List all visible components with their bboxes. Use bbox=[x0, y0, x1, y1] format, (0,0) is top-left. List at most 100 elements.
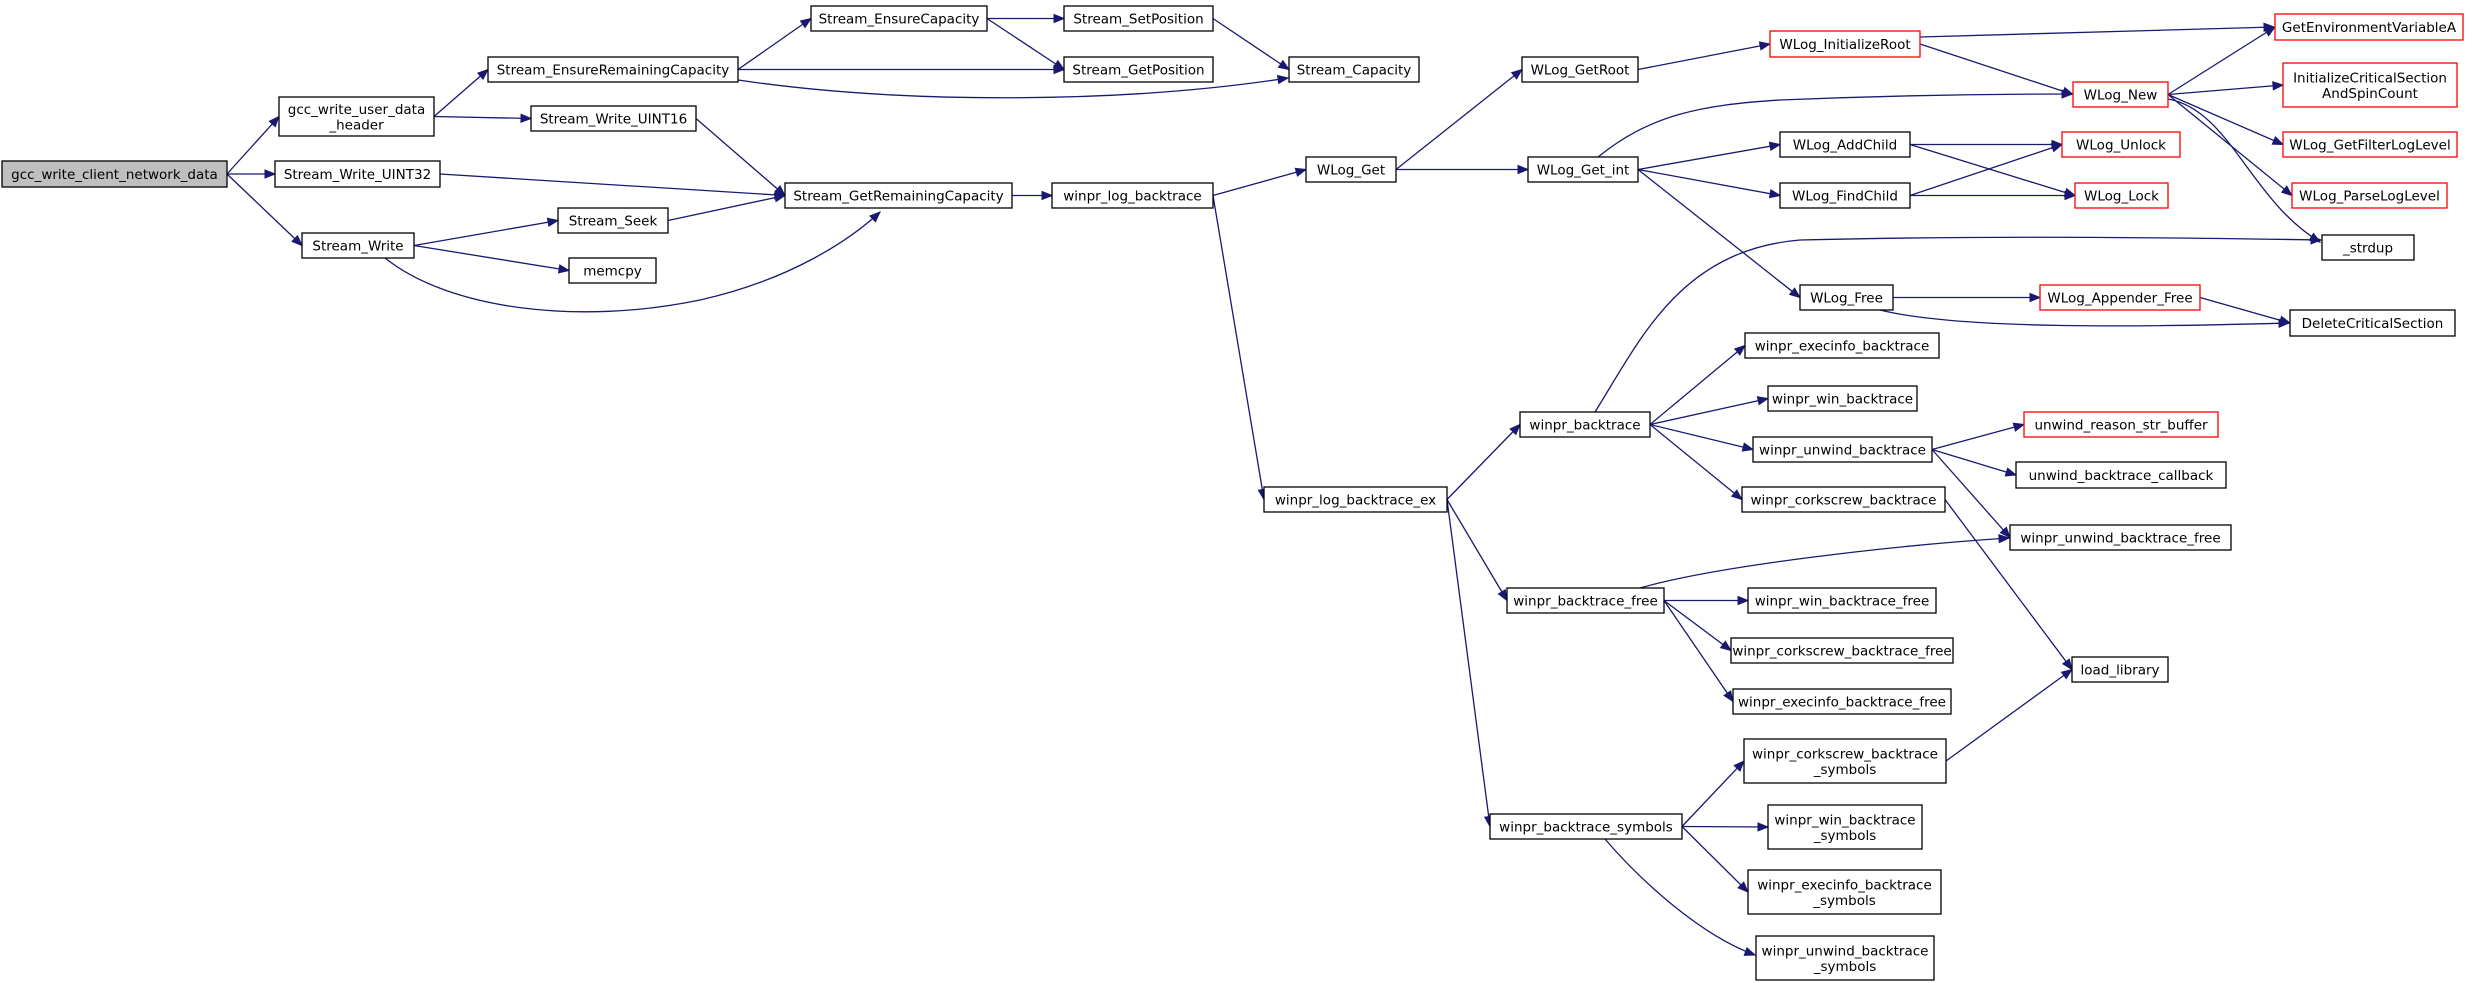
node-box[interactable] bbox=[1769, 30, 1921, 58]
node-memcpy[interactable]: memcpy bbox=[568, 257, 657, 284]
node-box[interactable] bbox=[1752, 436, 1933, 463]
node-box[interactable] bbox=[1779, 131, 1911, 158]
node-box[interactable] bbox=[1519, 411, 1651, 438]
node-load_library[interactable]: load_library bbox=[2071, 656, 2169, 683]
node-box[interactable] bbox=[2282, 62, 2458, 108]
node-box[interactable] bbox=[1799, 284, 1894, 311]
node-box[interactable] bbox=[2282, 131, 2458, 158]
node-box[interactable] bbox=[1506, 587, 1665, 614]
node-box[interactable] bbox=[2009, 524, 2232, 551]
node-WLog_GetRoot[interactable]: WLog_GetRoot bbox=[1521, 56, 1639, 83]
node-WLog_InitializeRoot[interactable]: WLog_InitializeRoot bbox=[1769, 30, 1921, 58]
node-box[interactable] bbox=[1263, 486, 1448, 513]
node-Stream_EnsureRemainingCapacity[interactable]: Stream_EnsureRemainingCapacity bbox=[487, 56, 739, 83]
node-box[interactable] bbox=[1747, 587, 1937, 614]
node-box[interactable] bbox=[274, 160, 441, 188]
node-box[interactable] bbox=[2291, 182, 2448, 209]
node-box[interactable] bbox=[1730, 637, 1954, 664]
node-Stream_Seek[interactable]: Stream_Seek bbox=[557, 207, 669, 234]
node-WLog_Appender_Free[interactable]: WLog_Appender_Free bbox=[2039, 284, 2201, 311]
node-box[interactable] bbox=[530, 105, 697, 132]
node-box[interactable] bbox=[1741, 486, 1946, 513]
node-winpr_backtrace_symbols[interactable]: winpr_backtrace_symbols bbox=[1489, 813, 1683, 840]
node-WLog_Lock[interactable]: WLog_Lock bbox=[2074, 182, 2169, 209]
node-WLog_Get[interactable]: WLog_Get bbox=[1305, 156, 1397, 183]
node-Stream_Capacity[interactable]: Stream_Capacity bbox=[1288, 56, 1420, 83]
node-box[interactable] bbox=[1063, 56, 1214, 83]
node-winpr_execinfo_backtrace[interactable]: winpr_execinfo_backtrace bbox=[1744, 332, 1940, 359]
node-box[interactable] bbox=[1063, 5, 1214, 32]
node-WLog_Free[interactable]: WLog_Free bbox=[1799, 284, 1894, 311]
node-box[interactable] bbox=[568, 257, 657, 284]
node-box[interactable] bbox=[2074, 182, 2169, 209]
node-WLog_ParseLogLevel[interactable]: WLog_ParseLogLevel bbox=[2291, 182, 2448, 209]
node-_strdup[interactable]: _strdup bbox=[2321, 234, 2415, 261]
node-winpr_corkscrew_backtrace_free[interactable]: winpr_corkscrew_backtrace_free bbox=[1730, 637, 1954, 664]
node-Stream_GetRemainingCapacity[interactable]: Stream_GetRemainingCapacity bbox=[784, 182, 1013, 209]
node-winpr_execinfo_backtrace_symbols[interactable]: winpr_execinfo_backtrace_symbols bbox=[1747, 869, 1942, 915]
node-DeleteCriticalSection[interactable]: DeleteCriticalSection bbox=[2289, 309, 2456, 337]
node-winpr_unwind_backtrace_symbols[interactable]: winpr_unwind_backtrace_symbols bbox=[1755, 935, 1935, 981]
node-winpr_unwind_backtrace_free[interactable]: winpr_unwind_backtrace_free bbox=[2009, 524, 2232, 551]
node-box[interactable] bbox=[1755, 935, 1935, 981]
node-winpr_backtrace[interactable]: winpr_backtrace bbox=[1519, 411, 1651, 438]
node-gcc_write_user_data_header[interactable]: gcc_write_user_data_header bbox=[278, 96, 435, 137]
node-WLog_GetFilterLogLevel[interactable]: WLog_GetFilterLogLevel bbox=[2282, 131, 2458, 158]
node-winpr_corkscrew_backtrace_symbols[interactable]: winpr_corkscrew_backtrace_symbols bbox=[1743, 738, 1947, 784]
node-box[interactable] bbox=[1305, 156, 1397, 183]
node-winpr_log_backtrace_ex[interactable]: winpr_log_backtrace_ex bbox=[1263, 486, 1448, 513]
node-winpr_win_backtrace_free[interactable]: winpr_win_backtrace_free bbox=[1747, 587, 1937, 614]
node-box[interactable] bbox=[2072, 81, 2169, 108]
node-box[interactable] bbox=[1489, 813, 1683, 840]
node-winpr_unwind_backtrace[interactable]: winpr_unwind_backtrace bbox=[1752, 436, 1933, 463]
node-WLog_FindChild[interactable]: WLog_FindChild bbox=[1779, 182, 1911, 209]
node-box[interactable] bbox=[2061, 131, 2181, 158]
node-box[interactable] bbox=[301, 232, 415, 259]
node-box[interactable] bbox=[1527, 156, 1639, 183]
node-box[interactable] bbox=[2039, 284, 2201, 311]
node-Stream_SetPosition[interactable]: Stream_SetPosition bbox=[1063, 5, 1214, 32]
node-box[interactable] bbox=[1767, 385, 1918, 412]
node-box[interactable] bbox=[557, 207, 669, 234]
node-winpr_corkscrew_backtrace[interactable]: winpr_corkscrew_backtrace bbox=[1741, 486, 1946, 513]
node-WLog_Get_int[interactable]: WLog_Get_int bbox=[1527, 156, 1639, 183]
node-box[interactable] bbox=[1521, 56, 1639, 83]
node-box[interactable] bbox=[1747, 869, 1942, 915]
node-winpr_win_backtrace_symbols[interactable]: winpr_win_backtrace_symbols bbox=[1767, 804, 1923, 850]
node-box[interactable] bbox=[1779, 182, 1911, 209]
node-box[interactable] bbox=[1743, 738, 1947, 784]
node-unwind_reason_str_buffer[interactable]: unwind_reason_str_buffer bbox=[2023, 411, 2219, 438]
node-Stream_Write_UINT32[interactable]: Stream_Write_UINT32 bbox=[274, 160, 441, 188]
node-unwind_backtrace_callback[interactable]: unwind_backtrace_callback bbox=[2015, 461, 2227, 489]
node-winpr_backtrace_free[interactable]: winpr_backtrace_free bbox=[1506, 587, 1665, 614]
node-box[interactable] bbox=[784, 182, 1013, 209]
node-winpr_execinfo_backtrace_free[interactable]: winpr_execinfo_backtrace_free bbox=[1732, 688, 1952, 715]
node-box[interactable] bbox=[2274, 13, 2464, 41]
node-box[interactable] bbox=[278, 96, 435, 137]
node-WLog_New[interactable]: WLog_New bbox=[2072, 81, 2169, 108]
node-box[interactable] bbox=[2071, 656, 2169, 683]
node-GetEnvironmentVariableA[interactable]: GetEnvironmentVariableA bbox=[2274, 13, 2464, 41]
node-Stream_GetPosition[interactable]: Stream_GetPosition bbox=[1063, 56, 1214, 83]
node-box[interactable] bbox=[1744, 332, 1940, 359]
node-WLog_Unlock[interactable]: WLog_Unlock bbox=[2061, 131, 2181, 158]
node-box[interactable] bbox=[1288, 56, 1420, 83]
node-box[interactable] bbox=[1051, 182, 1214, 209]
node-box[interactable] bbox=[2015, 461, 2227, 489]
node-box[interactable] bbox=[487, 56, 739, 83]
node-box[interactable] bbox=[2321, 234, 2415, 261]
node-WLog_AddChild[interactable]: WLog_AddChild bbox=[1779, 131, 1911, 158]
node-Stream_Write[interactable]: Stream_Write bbox=[301, 232, 415, 259]
node-gcc_write_client_network_data[interactable]: gcc_write_client_network_data bbox=[1, 160, 228, 188]
node-box[interactable] bbox=[1, 160, 228, 188]
node-Stream_EnsureCapacity[interactable]: Stream_EnsureCapacity bbox=[810, 5, 988, 32]
node-box[interactable] bbox=[2289, 309, 2456, 337]
node-winpr_win_backtrace[interactable]: winpr_win_backtrace bbox=[1767, 385, 1918, 412]
node-winpr_log_backtrace[interactable]: winpr_log_backtrace bbox=[1051, 182, 1214, 209]
node-Stream_Write_UINT16[interactable]: Stream_Write_UINT16 bbox=[530, 105, 697, 132]
node-box[interactable] bbox=[810, 5, 988, 32]
node-box[interactable] bbox=[1732, 688, 1952, 715]
node-box[interactable] bbox=[1767, 804, 1923, 850]
node-box[interactable] bbox=[2023, 411, 2219, 438]
